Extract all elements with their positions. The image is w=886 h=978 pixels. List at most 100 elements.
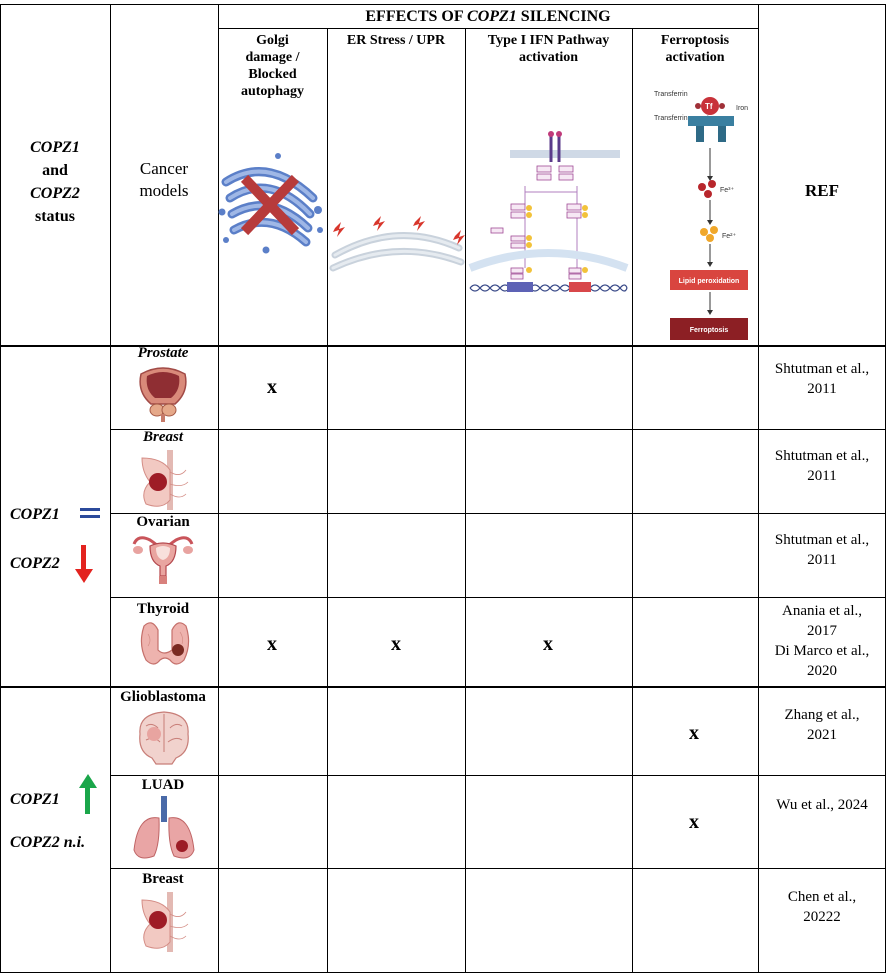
effects-title: EFFECTS OF COPZ1 SILENCING xyxy=(218,7,758,27)
ref-glioblastoma: Zhang et al., 2021 xyxy=(758,705,886,745)
status-word: status xyxy=(34,208,75,225)
model-label-glioblastoma: Glioblastoma xyxy=(120,689,206,705)
golgi-line1: Golgi xyxy=(256,33,289,48)
ref-breast-2: Chen et al., 20222 xyxy=(758,887,886,927)
model-label-breast-2: Breast xyxy=(142,871,184,887)
ifn-line1: Type I IFN Pathway xyxy=(487,33,610,48)
models-line2: models xyxy=(139,181,189,200)
ferro-line2: activation xyxy=(665,50,725,65)
prostate-icon xyxy=(139,367,187,422)
models-line1: Cancer xyxy=(139,159,189,178)
col-line-ifn xyxy=(465,28,466,973)
ref-thyroid-line1: Anania et al., xyxy=(782,603,862,619)
ref-ovarian: Shtutman et al., 2011 xyxy=(758,530,886,570)
down-arrow-icon xyxy=(75,545,93,583)
row-line-2 xyxy=(110,513,886,514)
golgi-damage-illustration xyxy=(218,153,323,254)
model-label-ovarian: Ovarian xyxy=(136,514,190,530)
ref-breast-1: Shtutman et al., 2011 xyxy=(758,446,886,486)
golgi-line3: Blocked xyxy=(248,67,297,82)
ifn-line2: activation xyxy=(518,50,579,65)
ref-ovarian-line1: Shtutman et al., xyxy=(774,532,870,548)
group2-gene1: COPZ1 xyxy=(10,791,70,809)
col-line-golgi xyxy=(218,4,219,973)
ref-breast1-line1: Shtutman et al., xyxy=(774,448,870,464)
golgi-line4: autophagy xyxy=(240,84,305,99)
group1-gene1: COPZ1 xyxy=(10,506,70,524)
ovarian-icon xyxy=(132,536,194,584)
mark-thyroid-ifn: x xyxy=(543,633,553,655)
ref-breast1-line2: 2011 xyxy=(807,468,837,484)
mark-thyroid-golgi: x xyxy=(267,633,277,655)
ferro-transferrin-label: Transferrin xyxy=(654,91,688,98)
border-bottom xyxy=(0,972,886,973)
breast-icon-2 xyxy=(141,892,189,952)
ref-glio-line1: Zhang et al., xyxy=(784,707,860,723)
model-label-thyroid: Thyroid xyxy=(136,601,190,617)
group1-gene2-text: COPZ2 xyxy=(10,555,60,572)
model-label-prostate: Prostate xyxy=(137,345,189,361)
ref-breast2-line1: Chen et al., xyxy=(787,889,857,905)
thyroid-icon xyxy=(140,622,190,665)
ref-thyroid-line2: 2017 xyxy=(807,623,837,639)
ref-luad: Wu et al., 2024 xyxy=(758,795,886,815)
group2-gene2: COPZ2 n.i. xyxy=(10,834,110,852)
ref-thyroid-line3: Di Marco et al., xyxy=(774,643,870,659)
col-line-models xyxy=(110,4,111,973)
status-gene2: COPZ2 xyxy=(30,185,80,202)
col-ifn-header: Type I IFN Pathway activation xyxy=(465,32,632,66)
group2-gene1-text: COPZ1 xyxy=(10,791,60,808)
group1-gene2: COPZ2 xyxy=(10,555,70,573)
models-header: Cancer models xyxy=(110,158,218,202)
effects-title-underline xyxy=(218,28,758,29)
col-er-header: ER Stress / UPR xyxy=(327,32,465,49)
effects-title-post: SILENCING xyxy=(516,8,611,25)
ferro-line1: Ferroptosis xyxy=(660,33,730,48)
group-line xyxy=(0,686,886,688)
ref-prostate: Shtutman et al., 2011 xyxy=(758,359,886,399)
ref-ovarian-line2: 2011 xyxy=(807,552,837,568)
row-line-3 xyxy=(110,597,886,598)
ferro-fe3-label: Fe³⁺ xyxy=(720,187,735,194)
mark-thyroid-er: x xyxy=(391,633,401,655)
status-header: COPZ1 and COPZ2 status xyxy=(0,136,110,228)
equal-icon xyxy=(80,508,100,518)
row-line-6 xyxy=(110,868,886,869)
ref-thyroid-line4: 2020 xyxy=(807,663,837,679)
ferro-lipid-label: Lipid peroxidation xyxy=(679,278,740,285)
col-line-ref xyxy=(758,4,759,973)
mark-luad-ferro: x xyxy=(689,811,699,833)
ferro-ferroptosis-label: Ferroptosis xyxy=(690,327,729,334)
ref-header-label: REF xyxy=(805,181,839,200)
ref-header: REF xyxy=(758,180,886,202)
ref-breast2-line2: 20222 xyxy=(803,909,841,925)
row-line-1 xyxy=(110,429,886,430)
mark-prostate-golgi: x xyxy=(267,376,277,398)
group2-gene2-text: COPZ2 n.i. xyxy=(10,834,86,851)
border-top xyxy=(0,4,886,5)
header-bottom-line xyxy=(0,345,886,347)
up-arrow-icon xyxy=(79,774,97,814)
effects-title-pre: EFFECTS OF xyxy=(365,8,468,25)
ref-prostate-line2: 2011 xyxy=(807,381,837,397)
ferro-receptor-label: Transferrin receptor xyxy=(654,115,716,122)
ref-thyroid: Anania et al., 2017 Di Marco et al., 202… xyxy=(758,601,886,681)
row-line-5 xyxy=(110,775,886,776)
model-label-luad: LUAD xyxy=(141,777,185,793)
ferro-iron-label: Iron xyxy=(736,105,748,112)
col-ferro-header: Ferroptosis activation xyxy=(632,32,758,66)
ref-prostate-line1: Shtutman et al., xyxy=(774,361,870,377)
breast-icon-1 xyxy=(141,450,189,510)
mark-glioblastoma-ferro: x xyxy=(689,722,699,744)
group1-gene1-text: COPZ1 xyxy=(10,506,60,523)
ref-glio-line2: 2021 xyxy=(807,727,837,743)
status-and: and xyxy=(42,162,68,179)
col-golgi-header: Golgi damage / Blocked autophagy xyxy=(218,32,327,100)
golgi-line2: damage / xyxy=(245,50,300,65)
ferro-tf-label: Tf xyxy=(705,102,713,111)
er-label: ER Stress / UPR xyxy=(346,33,446,48)
glioblastoma-icon xyxy=(139,711,189,765)
ferroptosis-illustration: Transferrin Iron Transferrin receptor Tf… xyxy=(654,91,748,340)
ferro-fe2-label: Fe²⁺ xyxy=(722,233,737,240)
